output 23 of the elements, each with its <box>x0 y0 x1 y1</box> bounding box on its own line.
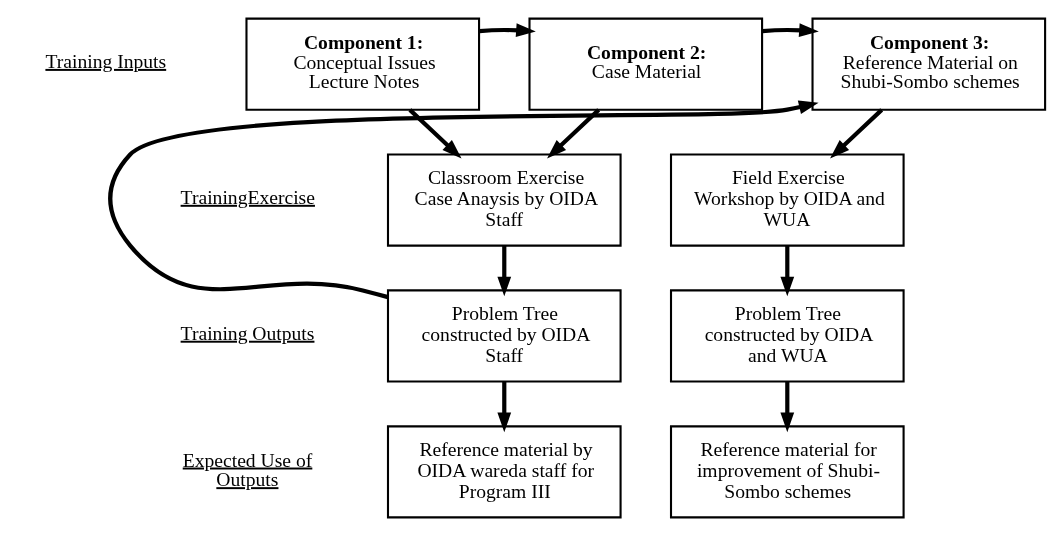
node-box: Classroom Exercise Case Anaysis by OIDA Staff <box>386 153 622 247</box>
label: Training Inputs <box>45 50 167 72</box>
arrow <box>479 23 536 38</box>
node-box: Reference material by OIDA wareda staff for Program III <box>386 425 622 519</box>
node-box: Field Exercise Workshop by OIDA and WUA <box>669 153 905 247</box>
arrow <box>497 381 512 433</box>
label: TrainingExercise <box>180 186 315 208</box>
node-box: Component 2: Case Material <box>528 17 764 111</box>
arrow <box>780 245 795 297</box>
arrow <box>408 108 462 159</box>
arrow <box>830 108 884 159</box>
arrow <box>108 100 819 300</box>
node-box: Component 1: Conceptual Issues Lecture Notes <box>245 17 481 111</box>
node-box: Problem Tree constructed by OIDA Staff <box>386 289 622 383</box>
arrow <box>547 108 601 159</box>
node-box: Reference material for improvement of Shubi-Sombo schemes <box>669 425 905 519</box>
node-box: Component 3: Reference Material on Shubi-Sombo schemes <box>811 17 1047 111</box>
label: Training Outputs <box>180 322 315 344</box>
arrow <box>780 381 795 433</box>
node-box: Problem Tree constructed by OIDA and WUA <box>669 289 905 383</box>
arrow <box>762 23 819 38</box>
arrow <box>497 245 512 297</box>
label: Expected Use of Outputs <box>182 449 313 491</box>
